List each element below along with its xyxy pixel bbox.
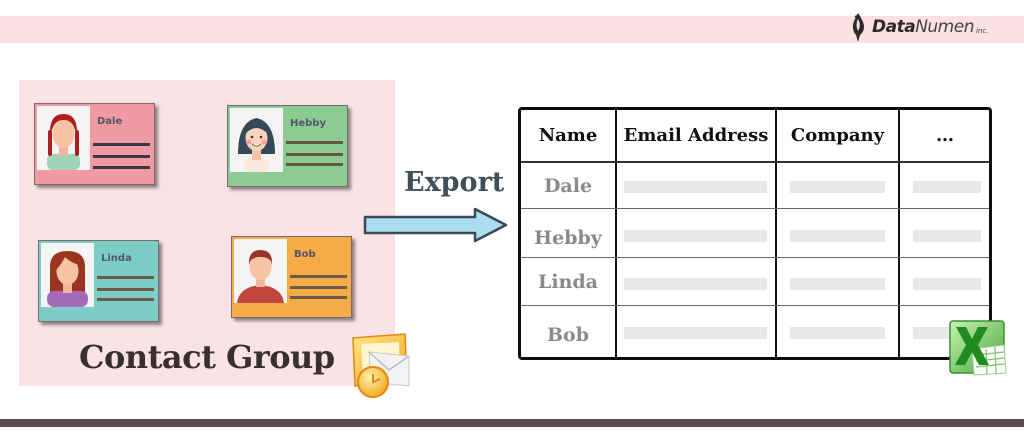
logo-text: DataNumen [872, 17, 974, 37]
row-divider [521, 305, 989, 306]
datanumen-logo: DataNumen inc. [850, 10, 988, 44]
email-placeholder [624, 278, 767, 290]
contact-name: Bob [294, 249, 316, 260]
female-avatar-icon [238, 118, 275, 172]
avatar [234, 239, 287, 303]
info-line [286, 153, 343, 156]
email-placeholder [624, 181, 767, 193]
table-row-name: Linda [538, 270, 598, 293]
contact-card-linda: Linda [38, 240, 159, 322]
footer-bar [0, 419, 1024, 427]
contact-card-bob: Bob [231, 236, 352, 318]
table-row-name: Bob [546, 324, 590, 346]
male-avatar-icon [237, 250, 284, 303]
info-line [93, 166, 150, 169]
info-line [97, 276, 154, 279]
column-header-email: Email Address [623, 125, 769, 146]
export-table: Name Email Address Company … Dale Hebby … [518, 107, 992, 360]
extra-placeholder [913, 230, 981, 242]
contact-card-dale: Dale [34, 103, 155, 185]
info-line [286, 141, 343, 144]
outlook-icon [352, 333, 410, 398]
info-line [93, 155, 150, 158]
female-avatar-icon [47, 114, 80, 170]
company-placeholder [790, 327, 885, 339]
column-divider [615, 110, 617, 357]
column-header-company: Company [790, 125, 885, 146]
info-line [286, 163, 343, 166]
avatar [230, 108, 283, 172]
avatar [37, 106, 90, 170]
contact-group-label: Contact Group [79, 338, 335, 376]
logo-suffix: inc. [975, 27, 989, 35]
info-line [97, 298, 154, 301]
company-placeholder [790, 181, 885, 193]
row-divider [521, 161, 989, 163]
contact-name: Hebby [290, 118, 326, 129]
extra-placeholder [913, 278, 981, 290]
excel-icon [949, 320, 1007, 376]
column-divider [775, 110, 777, 357]
extra-placeholder [913, 181, 981, 193]
company-placeholder [790, 278, 885, 290]
female-avatar-icon [47, 251, 88, 307]
company-placeholder [790, 230, 885, 242]
contact-name: Dale [97, 116, 123, 127]
datanumen-logo-icon [852, 13, 864, 42]
column-header-name: Name [538, 125, 598, 146]
column-divider [898, 110, 900, 357]
table-row-name: Hebby [534, 227, 602, 249]
contact-card-hebby: Hebby [227, 105, 348, 187]
info-line [290, 296, 347, 299]
email-placeholder [624, 230, 767, 242]
row-divider [521, 208, 989, 209]
column-header-more: … [936, 125, 954, 146]
contact-name: Linda [101, 253, 132, 264]
arrow-right-icon [363, 207, 508, 243]
row-divider [521, 257, 989, 258]
info-line [290, 286, 347, 289]
info-line [97, 288, 154, 291]
avatar [41, 243, 94, 307]
info-line [93, 143, 150, 146]
email-placeholder [624, 327, 767, 339]
info-line [290, 275, 347, 278]
table-row-name: Dale [543, 174, 593, 197]
export-label: Export [404, 167, 505, 198]
